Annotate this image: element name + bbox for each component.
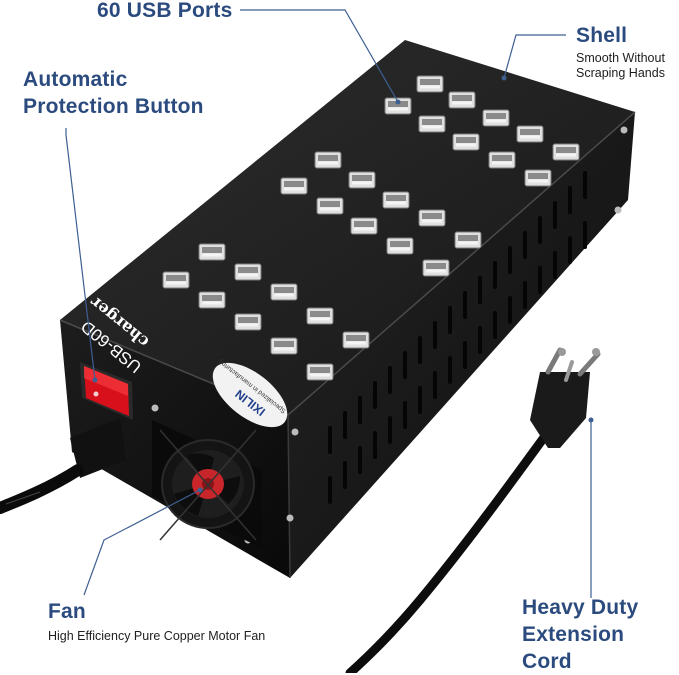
usb-port[interactable] <box>448 91 476 109</box>
usb-port[interactable] <box>482 109 510 127</box>
protection-title-line-2: Protection Button <box>23 95 204 118</box>
protection-button-callout: Automatic Protection Button <box>23 66 204 120</box>
usb-port[interactable] <box>422 259 450 277</box>
usb-port[interactable] <box>306 307 334 325</box>
usb-port[interactable] <box>348 171 376 189</box>
usb-port[interactable] <box>314 151 342 169</box>
usb-port[interactable] <box>270 337 298 355</box>
device-top-face <box>60 40 635 415</box>
usb-port[interactable] <box>454 231 482 249</box>
fan-title: Fan <box>48 600 86 623</box>
usb-port[interactable] <box>306 363 334 381</box>
usb-port[interactable] <box>382 191 410 209</box>
usb-port[interactable] <box>270 283 298 301</box>
cooling-fan <box>152 420 262 548</box>
usb-port[interactable] <box>234 313 262 331</box>
usb-port[interactable] <box>452 133 480 151</box>
callout-dots <box>92 75 594 493</box>
cord-title-line-1: Heavy Duty <box>522 596 639 619</box>
usb-ports-callout: 60 USB Ports <box>97 0 232 24</box>
usb-port[interactable] <box>552 143 580 161</box>
usb-port[interactable] <box>418 209 446 227</box>
usb-port[interactable] <box>342 331 370 349</box>
power-inlet-plug <box>0 418 126 514</box>
cord-title-line-2: Extension Cord <box>522 623 625 673</box>
usb-port[interactable] <box>162 271 190 289</box>
usb-charger-device: charger USB-60D IXILIN Specialized in ma… <box>0 40 636 579</box>
fan-sub: High Efficiency Pure Copper Motor Fan <box>48 629 266 643</box>
shell-title: Shell <box>576 24 628 47</box>
usb-ports-title: 60 USB Ports <box>97 0 233 22</box>
usb-port[interactable] <box>516 125 544 143</box>
shell-sub-line-2: Scraping Hands <box>576 66 665 80</box>
usb-port[interactable] <box>488 151 516 169</box>
usb-port[interactable] <box>198 243 226 261</box>
usb-port[interactable] <box>316 197 344 215</box>
callout-leader-lines <box>65 9 592 598</box>
usb-port[interactable] <box>234 263 262 281</box>
shell-sub-line-1: Smooth Without <box>576 51 665 65</box>
usb-port[interactable] <box>386 237 414 255</box>
usb-port[interactable] <box>418 115 446 133</box>
extension-cord <box>345 347 601 673</box>
usb-port[interactable] <box>416 75 444 93</box>
usb-port[interactable] <box>524 169 552 187</box>
extension-cord-callout: Heavy Duty Extension Cord <box>522 594 679 675</box>
fan-callout: Fan High Efficiency Pure Copper Motor Fa… <box>48 598 265 644</box>
usb-port[interactable] <box>198 291 226 309</box>
usb-port[interactable] <box>350 217 378 235</box>
protection-title-line-1: Automatic <box>23 68 128 91</box>
usb-port[interactable] <box>280 177 308 195</box>
device-side-face <box>288 112 635 578</box>
shell-callout: Shell Smooth Without Scraping Hands <box>576 22 665 81</box>
